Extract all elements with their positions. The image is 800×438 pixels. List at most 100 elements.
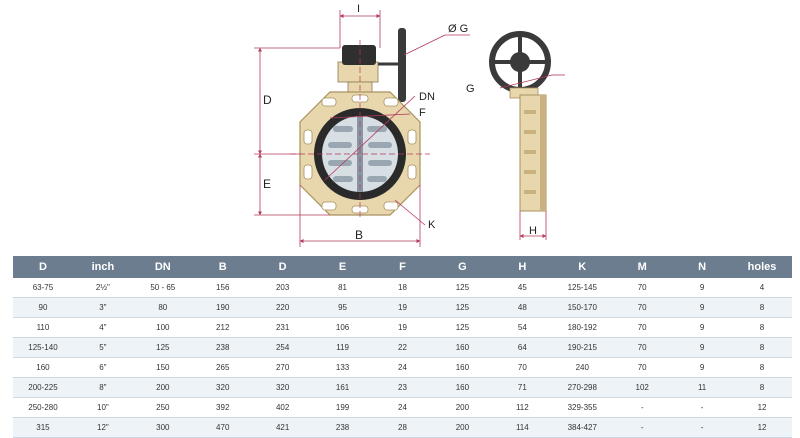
table-cell: 9 (672, 317, 733, 338)
table-cell: 8 (732, 317, 792, 338)
table-cell: - (612, 397, 673, 418)
col-header: holes (732, 256, 792, 278)
table-cell: 160 (432, 377, 493, 398)
table-cell: 114 (492, 417, 553, 438)
table-cell: 9 (672, 297, 733, 318)
dimensions-side (499, 74, 565, 240)
table-cell: 8 (732, 337, 792, 358)
table-cell: 156 (192, 278, 253, 298)
table-cell: 125 (432, 297, 493, 318)
table-cell: 28 (372, 417, 433, 438)
col-header: F (372, 256, 433, 278)
dimensions-front (254, 10, 470, 247)
label-E: E (263, 177, 271, 191)
table-cell: 199 (312, 397, 373, 418)
label-D: D (263, 93, 272, 107)
table-cell: 63-75 (13, 278, 73, 298)
table-cell: 402 (252, 397, 313, 418)
table-cell: 70 (612, 357, 673, 378)
table-cell: 18 (372, 278, 433, 298)
col-header: B (192, 256, 253, 278)
table-cell: 19 (372, 297, 433, 318)
table-cell: 119 (312, 337, 373, 358)
table-cell: 4" (72, 317, 133, 338)
table-cell: 70 (612, 317, 673, 338)
table-cell: - (612, 417, 673, 438)
table-cell: 70 (612, 278, 673, 298)
table-cell: 190-215 (552, 337, 613, 358)
table-cell: 12 (732, 397, 792, 418)
table-cell: 200 (432, 397, 493, 418)
table-cell: 238 (312, 417, 373, 438)
label-B: B (355, 228, 363, 242)
table-cell: 150 (132, 357, 193, 378)
front-view (290, 28, 430, 226)
table-cell: 112 (492, 397, 553, 418)
table-cell: - (672, 417, 733, 438)
table-cell: 125 (132, 337, 193, 358)
table-cell: 80 (132, 297, 193, 318)
table-cell: 160 (432, 337, 493, 358)
label-K: K (428, 219, 436, 231)
col-header: inch (72, 256, 133, 278)
label-I: I (357, 3, 360, 15)
table-cell: 11 (672, 377, 733, 398)
table-cell: 200 (132, 377, 193, 398)
valve-technical-drawing: I Ø G DN F D E K B G H (254, 3, 565, 247)
table-cell: 470 (192, 417, 253, 438)
table-cell: - (672, 397, 733, 418)
col-header: D (13, 256, 73, 278)
table-cell: 12 (732, 417, 792, 438)
table-cell: 238 (192, 337, 253, 358)
table-cell: 240 (552, 357, 613, 378)
table-cell: 24 (372, 397, 433, 418)
table-cell: 6" (72, 357, 133, 378)
table-cell: 71 (492, 377, 553, 398)
table-cell: 4 (732, 278, 792, 298)
table-cell: 125 (432, 317, 493, 338)
table-cell: 102 (612, 377, 673, 398)
table-cell: 8" (72, 377, 133, 398)
label-G-side: G (466, 83, 475, 95)
table-cell: 203 (252, 278, 313, 298)
table-cell: 90 (13, 297, 73, 318)
table-cell: 23 (372, 377, 433, 398)
table-cell: 10" (72, 397, 133, 418)
table-cell: 70 (612, 297, 673, 318)
table-cell: 150-170 (552, 297, 613, 318)
table-cell: 64 (492, 337, 553, 358)
col-header: D (252, 256, 313, 278)
table-cell: 9 (672, 278, 733, 298)
handwheel (378, 28, 406, 102)
table-cell: 421 (252, 417, 313, 438)
col-header: G (432, 256, 493, 278)
table-cell: 19 (372, 317, 433, 338)
label-G-diameter: Ø G (448, 23, 468, 35)
table-cell: 24 (372, 357, 433, 378)
table-cell: 50 - 65 (132, 278, 193, 298)
table-cell: 45 (492, 278, 553, 298)
table-cell: 315 (13, 417, 73, 438)
table-cell: 160 (432, 357, 493, 378)
table-header-row: D inch DN B D E F G H K M N holes (13, 256, 792, 278)
table-cell: 22 (372, 337, 433, 358)
table-cell: 9 (672, 337, 733, 358)
side-view (489, 31, 551, 212)
table-cell: 270 (252, 357, 313, 378)
table-cell: 8 (732, 357, 792, 378)
table-cell: 100 (132, 317, 193, 338)
col-header: K (552, 256, 613, 278)
table-cell: 392 (192, 397, 253, 418)
table-cell: 320 (252, 377, 313, 398)
table-cell: 8 (732, 377, 792, 398)
table-cell: 5" (72, 337, 133, 358)
table-cell: 95 (312, 297, 373, 318)
